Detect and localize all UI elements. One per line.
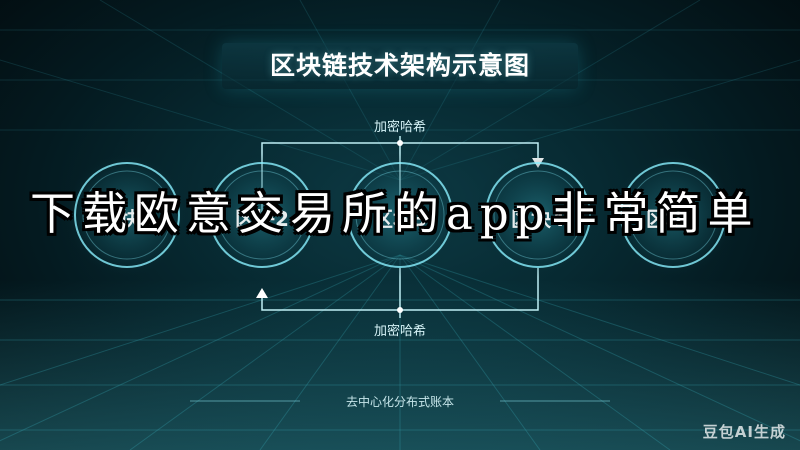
- block-label-3: 区块3: [373, 207, 427, 231]
- ceiling-grid: [0, 0, 800, 181]
- block-node-1: [65, 153, 189, 277]
- footer-label: 去中心化分布式账本: [345, 395, 454, 409]
- top-flow-junction: [397, 140, 403, 146]
- block-label-1: 区块1: [100, 207, 154, 231]
- block-node-3: [338, 153, 462, 277]
- diagram-title: 区块链技术架构示意图: [269, 51, 530, 80]
- block-node-5: [611, 153, 735, 277]
- block-label-2: 区块2: [235, 207, 289, 231]
- bottom-flow-label: 加密哈希: [373, 324, 426, 339]
- title-panel: [222, 43, 578, 89]
- bottom-flow-junction: [397, 307, 403, 313]
- top-flow-label: 加密哈希: [373, 120, 426, 135]
- bottom-flow-arrowhead: [256, 288, 268, 298]
- ai-watermark: 豆包AI生成: [702, 423, 786, 441]
- block-label-4: 区块4: [511, 207, 565, 231]
- block-node-2: [200, 153, 324, 277]
- block-label-5: 区块5: [646, 207, 700, 231]
- overlay-caption: 下载欧意交易所的app非常简单: [30, 187, 760, 240]
- block-node-4: [476, 153, 600, 277]
